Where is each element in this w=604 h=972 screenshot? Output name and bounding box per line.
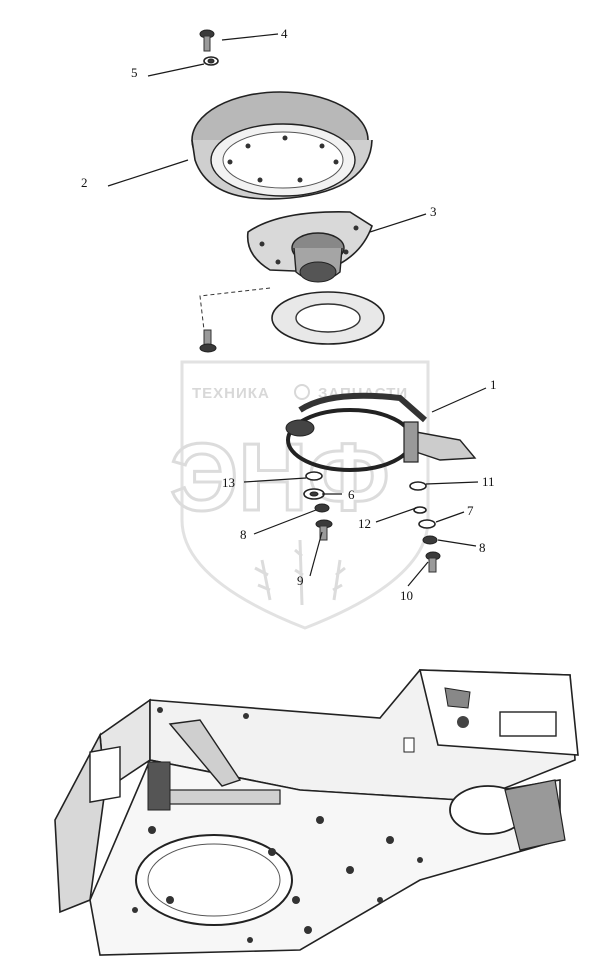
hub-bolt xyxy=(199,329,217,353)
part-1-brake-band xyxy=(285,392,477,472)
gearbox-housing xyxy=(54,669,579,956)
callout-13: 13 xyxy=(222,475,235,490)
callout-6: 6 xyxy=(348,487,355,502)
callout-5: 5 xyxy=(131,65,138,80)
callout-labels: 4 5 2 3 1 13 6 11 7 8 12 8 9 10 xyxy=(81,26,497,603)
callout-1: 1 xyxy=(490,377,497,392)
part-9-bolt xyxy=(315,519,333,541)
part-3-hub-flange xyxy=(246,211,373,283)
watermark-shield-shape xyxy=(180,360,430,630)
part-13-ring xyxy=(305,471,323,481)
part-10-bolt xyxy=(425,551,441,573)
watermark-logo: ТЕХНИКА ЗАПЧАСТИ ЭНФ xyxy=(169,360,430,630)
part-2-drum xyxy=(191,91,373,200)
leader-lines xyxy=(107,33,487,587)
assembly-dashed-line xyxy=(199,287,271,331)
watermark-brand-left: ТЕХНИКА xyxy=(192,385,270,402)
callout-8-left: 8 xyxy=(240,527,247,542)
callout-9: 9 xyxy=(297,573,304,588)
gear-icon xyxy=(294,384,310,400)
part-8-nut-right xyxy=(422,535,438,545)
callout-10: 10 xyxy=(400,588,413,603)
watermark-logo-letters: ЭНФ xyxy=(170,424,390,531)
part-5-washer xyxy=(203,56,219,66)
callout-7: 7 xyxy=(467,503,474,518)
part-7-washer xyxy=(418,519,436,529)
callout-2: 2 xyxy=(81,175,88,190)
seal-ring xyxy=(271,291,385,345)
part-12-ring xyxy=(413,506,427,514)
callout-12: 12 xyxy=(358,516,371,531)
callout-11: 11 xyxy=(482,474,495,489)
callout-8-right: 8 xyxy=(479,540,486,555)
callout-4: 4 xyxy=(281,26,288,41)
part-11-ring xyxy=(409,481,427,491)
part-8-nut-left xyxy=(314,503,330,513)
callout-3: 3 xyxy=(430,204,437,219)
wheat-icon xyxy=(254,539,346,606)
part-4-bolt xyxy=(199,29,215,52)
